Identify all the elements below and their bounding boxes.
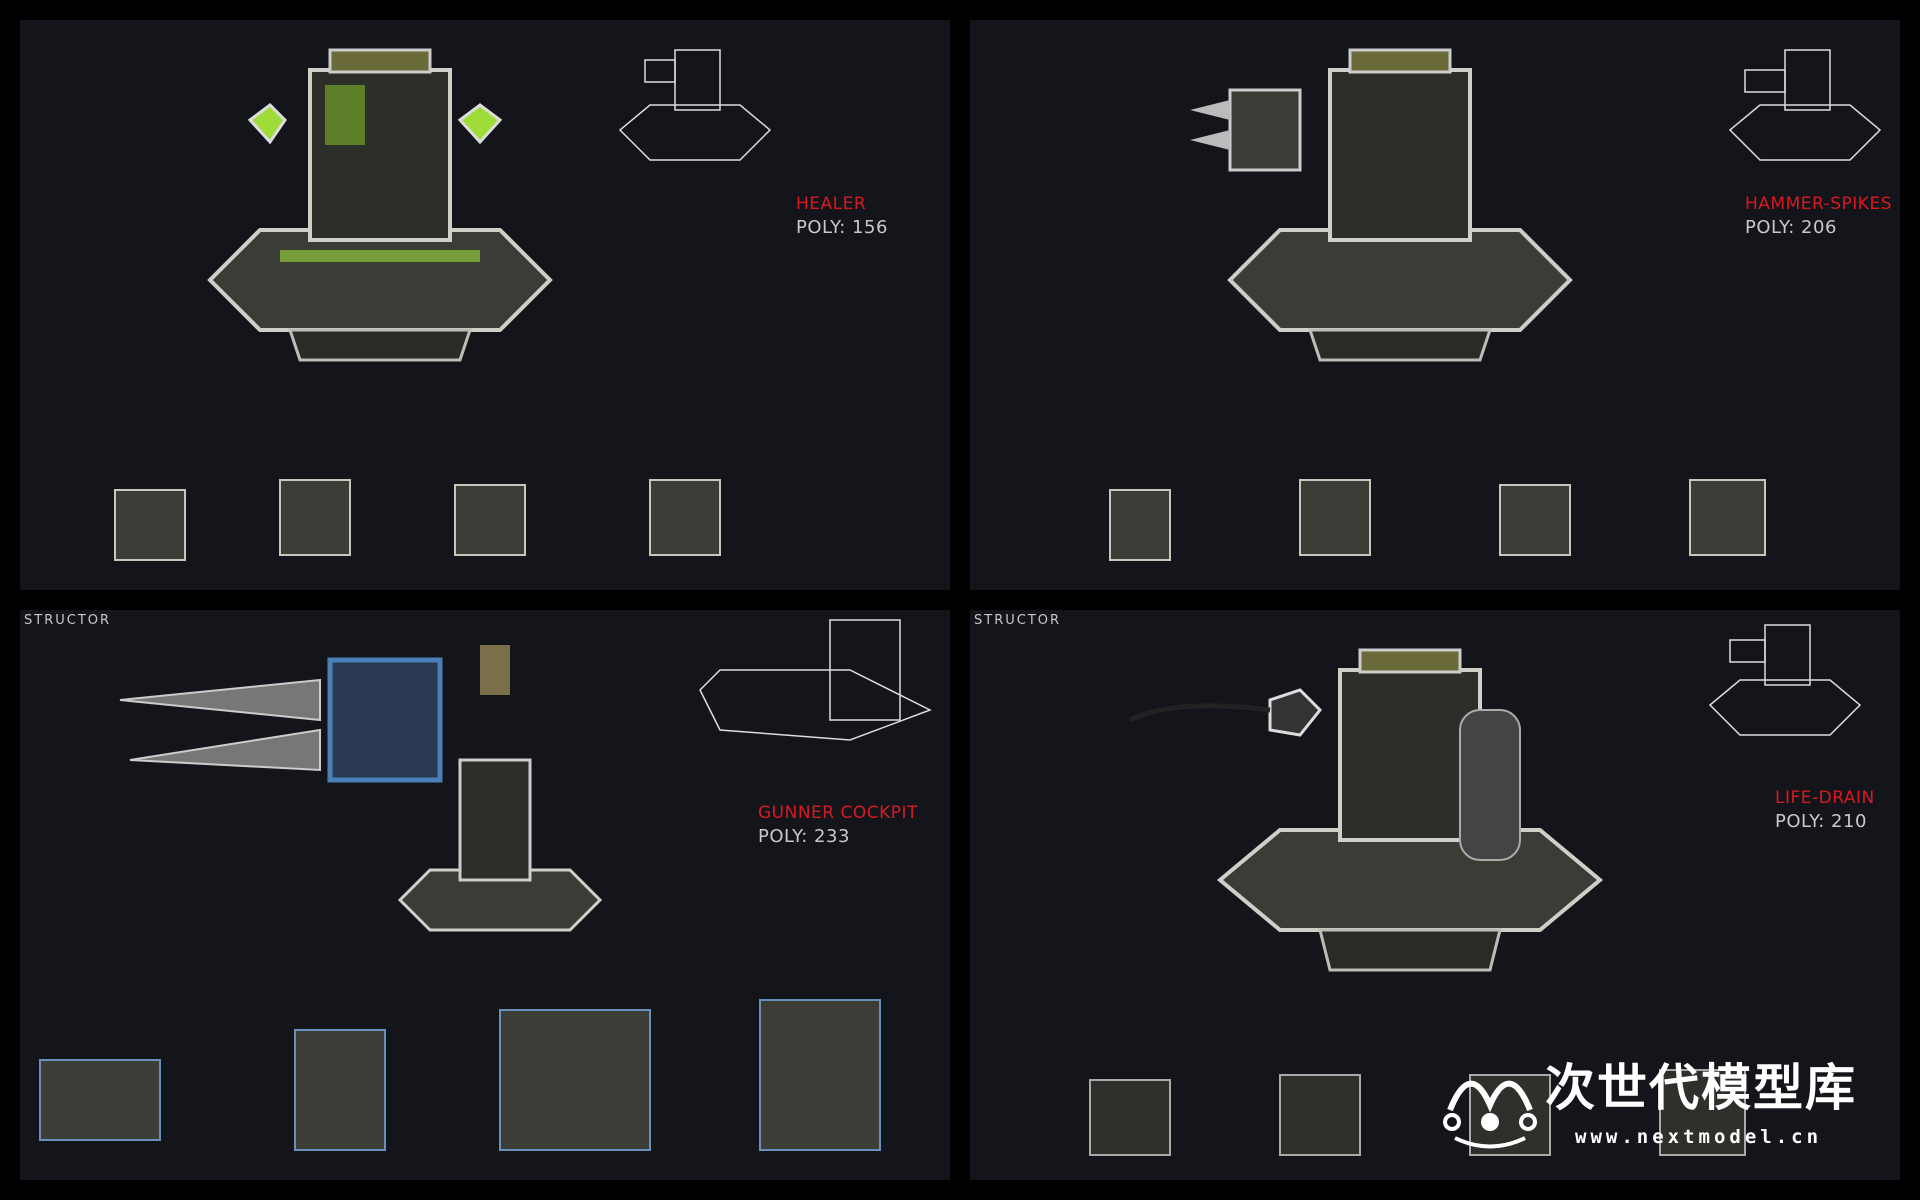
healer-tower-render — [114, 48, 772, 561]
watermark: 次世代模型库 www.nextmodel.cn — [1440, 1060, 1880, 1160]
hammer-spikes-tower-render — [1109, 48, 1882, 561]
watermark-title: 次世代模型库 — [1545, 1059, 1857, 1117]
tower-name: HAMMER-SPIKES — [1745, 194, 1892, 214]
panel-life-drain: STRUCTOR LIFE-DRAIN POLY: 210 — [970, 610, 1900, 1180]
poly-count: POLY: 206 — [1745, 217, 1837, 238]
poly-count: POLY: 233 — [758, 826, 850, 847]
tower-name: HEALER — [796, 194, 867, 214]
panel-hammer-spikes: HAMMER-SPIKES POLY: 206 — [970, 20, 1900, 590]
tower-name: LIFE-DRAIN — [1775, 788, 1875, 808]
cropped-caption: STRUCTOR — [974, 613, 1062, 628]
watermark-url: www.nextmodel.cn — [1575, 1126, 1823, 1148]
panel-healer: HEALER POLY: 156 — [20, 20, 950, 590]
poly-count: POLY: 210 — [1775, 811, 1867, 832]
watermark-logo-icon — [1443, 1080, 1537, 1149]
cropped-caption: STRUCTOR — [24, 613, 112, 628]
tower-name: GUNNER COCKPIT — [758, 803, 918, 823]
life-drain-tower-render — [1089, 624, 1862, 1156]
poly-count: POLY: 156 — [796, 217, 888, 238]
gunner-cockpit-tower-render — [39, 619, 932, 1151]
panel-gunner-cockpit: STRUCTOR GUNNER COCKPIT POLY: 233 — [20, 610, 950, 1180]
